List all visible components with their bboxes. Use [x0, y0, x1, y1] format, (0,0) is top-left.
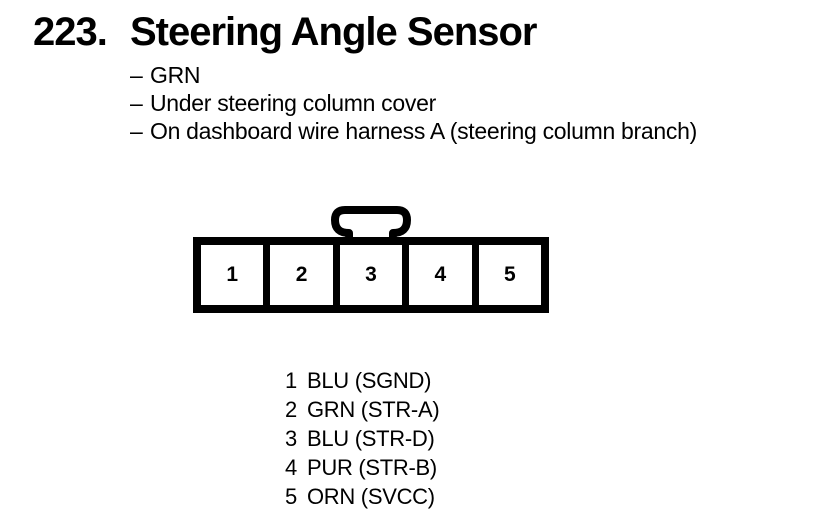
pinout-list: 1 BLU (SGND) 2 GRN (STR-A) 3 BLU (STR-D)…: [281, 366, 440, 511]
pinout-pin-number: 5: [285, 484, 297, 509]
detail-list: – GRN – Under steering column cover – On…: [130, 61, 697, 145]
pinout-pin-label: BLU (SGND): [307, 368, 432, 393]
pinout-pin-number: 2: [285, 397, 297, 422]
pinout-pin-label: PUR (STR-B): [307, 455, 437, 480]
pin-cavity-5: 5: [478, 245, 541, 305]
pinout-row: 3 BLU (STR-D): [281, 424, 439, 453]
connector-lock-tab-icon: [331, 206, 411, 244]
pinout-pin-number: 3: [285, 426, 297, 451]
detail-line-harness: – On dashboard wire harness A (steering …: [130, 117, 697, 145]
pin-cavity-1: 1: [201, 245, 264, 305]
pinout-row: 2 GRN (STR-A): [281, 395, 440, 424]
pinout-row: 5 ORN (SVCC): [281, 482, 439, 511]
pin-cavity-2: 2: [270, 245, 333, 305]
section-number: 223.: [33, 10, 108, 54]
pinout-row: 4 PUR (STR-B): [281, 453, 439, 482]
detail-line-color: – GRN: [130, 61, 697, 89]
pinout-pin-label: ORN (SVCC): [307, 484, 435, 509]
detail-text: GRN: [150, 62, 201, 88]
detail-text: On dashboard wire harness A (steering co…: [150, 118, 697, 144]
page-title: Steering Angle Sensor: [130, 10, 537, 54]
dash-bullet: –: [130, 118, 143, 144]
pin-cavity-4: 4: [409, 245, 472, 305]
dash-bullet: –: [130, 62, 143, 88]
pinout-pin-label: BLU (STR-D): [307, 426, 435, 451]
detail-text: Under steering column cover: [150, 90, 436, 116]
connector-body: 1 2 3 4 5: [193, 237, 549, 313]
detail-line-location: – Under steering column cover: [130, 89, 697, 117]
pinout-pin-label: GRN (STR-A): [307, 397, 440, 422]
dash-bullet: –: [130, 90, 143, 116]
pinout-pin-number: 1: [285, 368, 297, 393]
pinout-pin-number: 4: [285, 455, 297, 480]
pin-cavity-3: 3: [339, 245, 403, 305]
pinout-row: 1 BLU (SGND): [281, 366, 439, 395]
